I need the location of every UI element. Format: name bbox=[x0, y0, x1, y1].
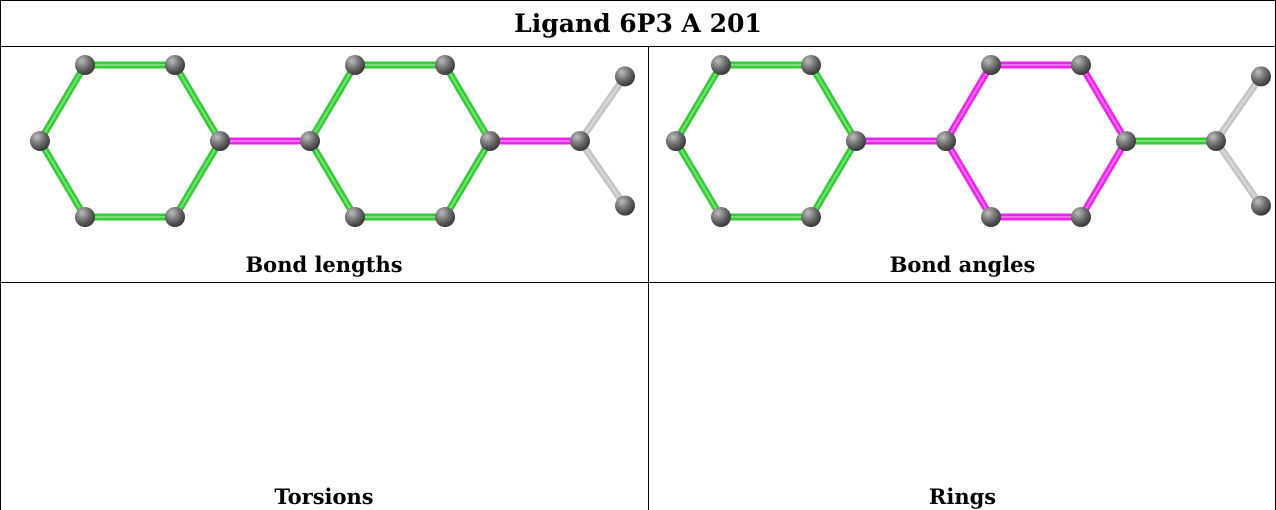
bond-a5-a6 bbox=[36, 137, 89, 221]
bond-highlight bbox=[810, 140, 857, 218]
bond-a2-a3 bbox=[807, 61, 860, 145]
molecule-rings bbox=[649, 283, 1276, 510]
bond-a2-a3 bbox=[171, 61, 224, 145]
atom-a6 bbox=[30, 131, 50, 151]
atom-a5 bbox=[711, 207, 731, 227]
caption-bond-angles: Bond angles bbox=[889, 252, 1036, 277]
atom-c3 bbox=[615, 195, 635, 216]
atom-b5 bbox=[1071, 207, 1091, 227]
bond-highlight bbox=[945, 64, 992, 142]
atom-b4 bbox=[1116, 131, 1136, 151]
bond-a6-a1 bbox=[672, 61, 725, 145]
atom-a5 bbox=[75, 207, 95, 227]
bond-highlight bbox=[1215, 140, 1262, 207]
atom-a1 bbox=[711, 55, 731, 75]
atom-b1 bbox=[300, 131, 320, 151]
atom-b3 bbox=[435, 55, 455, 75]
bond-highlight bbox=[174, 140, 221, 218]
atom-a2 bbox=[165, 55, 185, 75]
atom-a4 bbox=[165, 207, 185, 227]
atom-a4 bbox=[801, 207, 821, 227]
bond-highlight bbox=[39, 140, 86, 218]
bond-highlight bbox=[945, 140, 992, 218]
bond-a5-a6 bbox=[672, 137, 725, 221]
molecule-bond-lengths bbox=[30, 55, 635, 227]
bond-highlight bbox=[1080, 140, 1127, 218]
bond-highlight bbox=[675, 64, 722, 142]
bond-highlight bbox=[309, 64, 356, 142]
bond-b4-b5 bbox=[441, 137, 494, 221]
bond-highlight bbox=[579, 75, 626, 142]
atom-c2 bbox=[1251, 66, 1271, 87]
molecule-torsions bbox=[0, 283, 648, 510]
divider-title bbox=[0, 46, 1276, 47]
panel-bond-angles: Bond angles bbox=[649, 47, 1276, 281]
panel-rings: Rings bbox=[649, 283, 1276, 510]
caption-rings: Rings bbox=[928, 484, 997, 509]
bond-highlight bbox=[579, 140, 626, 207]
bond-a3-a4 bbox=[807, 137, 860, 221]
bond-a3-a4 bbox=[171, 137, 224, 221]
bond-b6-b1 bbox=[942, 137, 995, 221]
bond-b4-b5 bbox=[1077, 137, 1130, 221]
figure-title: Ligand 6P3 A 201 bbox=[514, 8, 762, 38]
border-left bbox=[0, 0, 1, 510]
bond-a6-a1 bbox=[36, 61, 89, 145]
atom-c3 bbox=[1251, 195, 1271, 216]
caption-bond-lengths: Bond lengths bbox=[245, 252, 403, 277]
divider-horizontal bbox=[0, 282, 1276, 283]
atom-b2 bbox=[981, 55, 1001, 75]
atom-a1 bbox=[75, 55, 95, 75]
atom-c1 bbox=[570, 131, 590, 151]
bond-c1-c2 bbox=[1212, 72, 1265, 145]
atom-a6 bbox=[666, 131, 686, 151]
bond-highlight bbox=[1080, 64, 1127, 142]
caption-torsions: Torsions bbox=[274, 484, 374, 509]
atom-c1 bbox=[1206, 131, 1226, 151]
bond-b1-b2 bbox=[306, 61, 359, 145]
bond-c1-c3 bbox=[576, 137, 629, 210]
atom-b1 bbox=[936, 131, 956, 151]
bond-highlight bbox=[39, 64, 86, 142]
bond-b3-b4 bbox=[1077, 61, 1130, 145]
atom-b6 bbox=[981, 207, 1001, 227]
atom-c2 bbox=[615, 66, 635, 87]
atom-b4 bbox=[480, 131, 500, 151]
bond-c1-c3 bbox=[1212, 137, 1265, 210]
atom-b6 bbox=[345, 207, 365, 227]
border-top bbox=[0, 0, 1276, 1]
panel-bond-lengths: Bond lengths bbox=[0, 47, 648, 281]
bond-b6-b1 bbox=[306, 137, 359, 221]
molecule-bond-angles bbox=[666, 55, 1271, 227]
atom-b2 bbox=[345, 55, 365, 75]
bond-highlight bbox=[309, 140, 356, 218]
atom-b5 bbox=[435, 207, 455, 227]
atom-a3 bbox=[210, 131, 230, 151]
bond-b1-b2 bbox=[942, 61, 995, 145]
bond-b3-b4 bbox=[441, 61, 494, 145]
bond-highlight bbox=[810, 64, 857, 142]
divider-vertical bbox=[648, 46, 649, 510]
panel-torsions: Torsions bbox=[0, 283, 648, 510]
bond-highlight bbox=[675, 140, 722, 218]
bond-c1-c2 bbox=[576, 72, 629, 145]
atom-b3 bbox=[1071, 55, 1091, 75]
bond-highlight bbox=[1215, 75, 1262, 142]
atom-a3 bbox=[846, 131, 866, 151]
bond-highlight bbox=[174, 64, 221, 142]
atom-a2 bbox=[801, 55, 821, 75]
bond-highlight bbox=[444, 64, 491, 142]
bond-highlight bbox=[444, 140, 491, 218]
